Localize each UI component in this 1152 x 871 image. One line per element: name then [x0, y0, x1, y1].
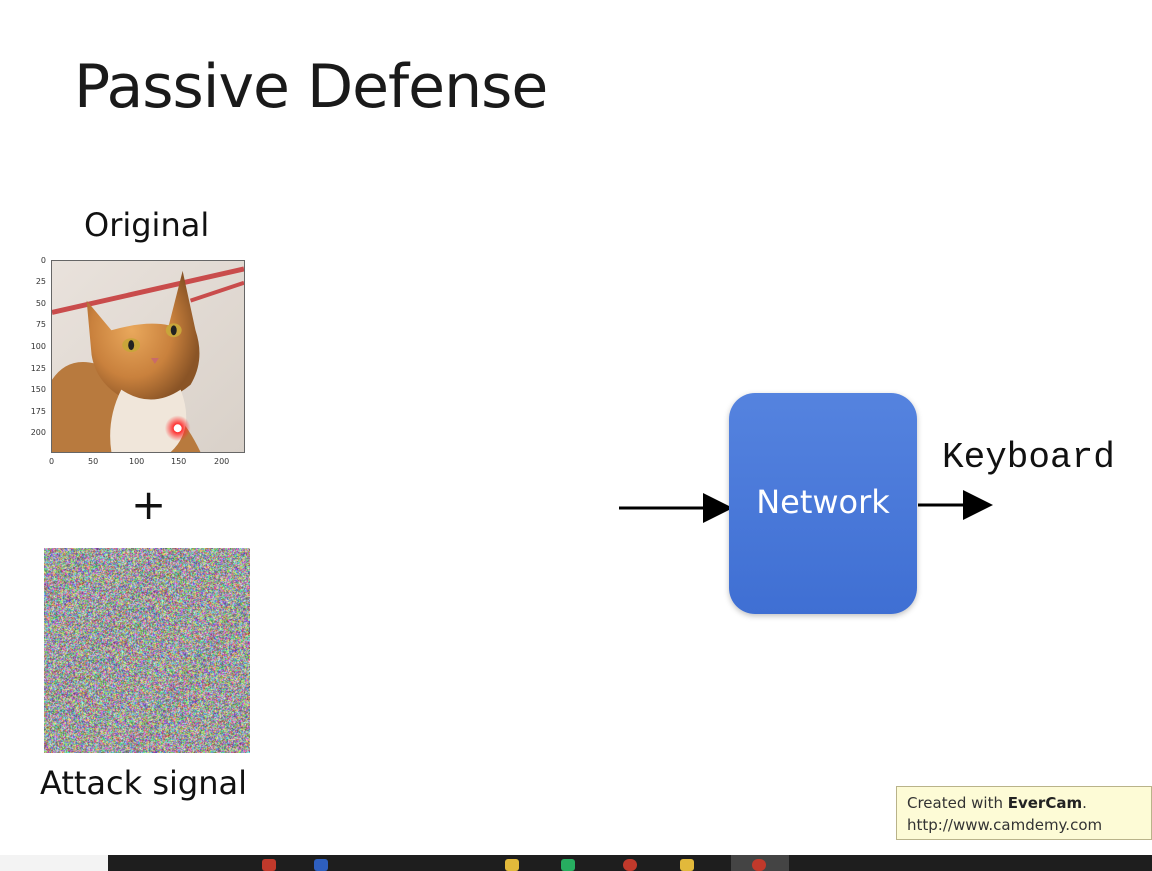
y-tick: 0	[28, 256, 46, 265]
taskbar-app-icon[interactable]	[561, 859, 575, 871]
taskbar-start-area[interactable]	[0, 855, 108, 871]
taskbar-app-icon[interactable]	[314, 859, 328, 871]
watermark-brand: EverCam	[1008, 794, 1082, 812]
watermark-suffix: .	[1082, 794, 1087, 812]
x-tick: 100	[129, 457, 144, 466]
attack-signal-label: Attack signal	[40, 764, 247, 802]
y-tick: 75	[28, 320, 46, 329]
y-tick: 150	[28, 385, 46, 394]
output-label: Keyboard	[942, 437, 1115, 478]
taskbar-browser-icon[interactable]	[623, 859, 637, 871]
y-tick: 100	[28, 342, 46, 351]
watermark-prefix: Created with	[907, 794, 1008, 812]
evercam-watermark: Created with EverCam. http://www.camdemy…	[896, 786, 1152, 840]
y-tick: 175	[28, 407, 46, 416]
y-tick: 200	[28, 428, 46, 437]
y-tick: 125	[28, 364, 46, 373]
x-tick: 0	[49, 457, 54, 466]
taskbar-app-icon[interactable]	[680, 859, 694, 871]
y-tick: 50	[28, 299, 46, 308]
taskbar-app-icon[interactable]	[752, 859, 766, 871]
x-tick: 150	[171, 457, 186, 466]
y-tick: 25	[28, 277, 46, 286]
watermark-url: http://www.camdemy.com	[907, 814, 1141, 836]
x-tick: 200	[214, 457, 229, 466]
slide-title: Passive Defense	[74, 52, 547, 122]
taskbar-app-icon[interactable]	[262, 859, 276, 871]
x-tick: 50	[88, 457, 98, 466]
attack-noise-image	[44, 548, 250, 753]
taskbar	[0, 855, 1152, 871]
watermark-line1: Created with EverCam.	[907, 792, 1141, 814]
plus-sign: +	[131, 480, 166, 529]
network-label: Network	[729, 483, 917, 521]
cat-image	[51, 260, 245, 453]
original-label: Original	[84, 206, 209, 244]
taskbar-folder-icon[interactable]	[505, 859, 519, 871]
